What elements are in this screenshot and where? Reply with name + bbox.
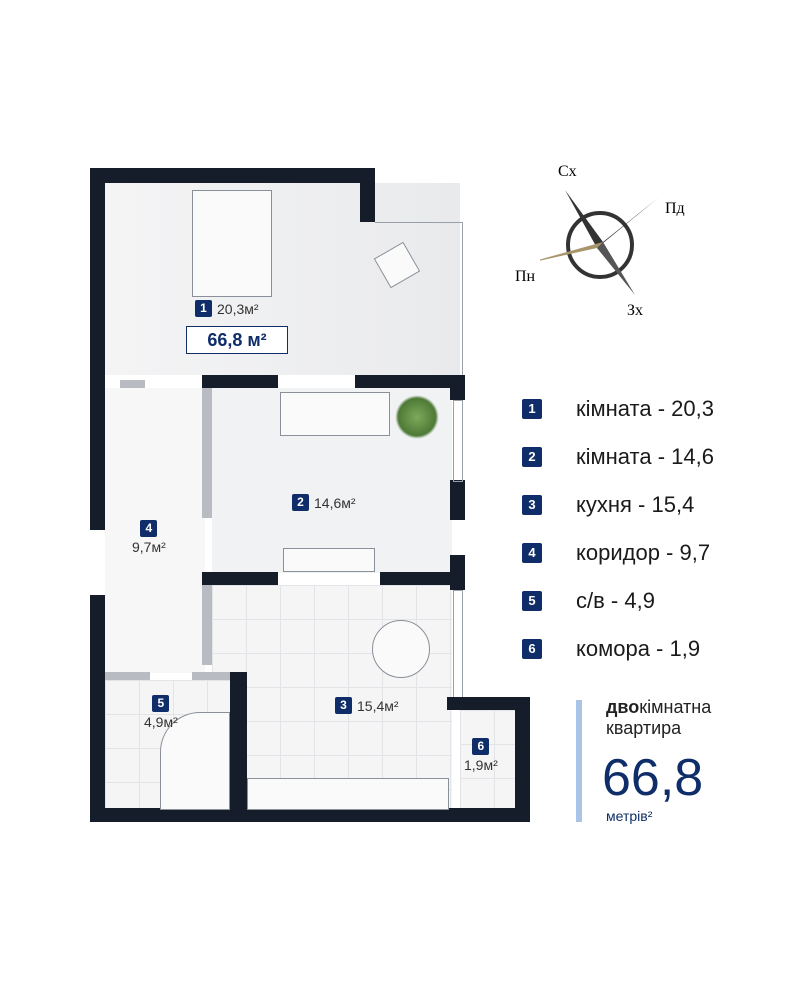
summary-unit: метрів²	[606, 808, 653, 824]
wall	[90, 168, 375, 183]
legend-text: комора - 1,9	[576, 636, 701, 661]
room-5-area: 4,9м²	[144, 714, 178, 730]
wall	[90, 595, 105, 822]
legend-item: 2 кімната - 14,6	[522, 433, 714, 481]
legend-badge: 5	[522, 591, 542, 611]
room-3-area: 15,4м²	[357, 697, 399, 714]
bathtub	[160, 712, 230, 810]
legend-badge: 3	[522, 495, 542, 515]
apartment-type-rest: кімнатна	[639, 697, 712, 717]
legend-badge: 1	[522, 399, 542, 419]
room-5-badge: 5	[152, 695, 170, 712]
wall	[355, 375, 465, 388]
total-area-box: 66,8 м²	[186, 326, 288, 354]
compass-north-label: Пн	[515, 268, 536, 285]
legend-item: 6 комора - 1,9	[522, 625, 714, 673]
wall	[450, 480, 465, 520]
legend-text: кімната - 14,6	[576, 444, 714, 469]
kitchen-counter	[247, 778, 449, 810]
room-2-label: 2 14,6м²	[292, 494, 356, 511]
balcony-outline	[375, 222, 463, 377]
plant	[395, 395, 439, 439]
wall	[447, 697, 530, 710]
room-3-label: 3 15,4м²	[335, 697, 399, 714]
room-2-badge: 2	[292, 494, 309, 511]
legend-badge: 6	[522, 639, 542, 659]
wall	[90, 808, 530, 822]
wall	[450, 375, 465, 400]
room-6-area: 1,9м²	[464, 757, 498, 773]
storage-floor	[460, 710, 516, 808]
room-legend: 1 кімната - 20,3 2 кімната - 14,6 3 кухня -…	[522, 385, 714, 673]
room-1-area: 20,3м²	[217, 300, 259, 317]
wall	[202, 585, 212, 665]
legend-text: коридор - 9,7	[576, 540, 711, 565]
wall	[515, 697, 530, 822]
room-1-label: 1 20,3м²	[195, 300, 259, 317]
wall	[120, 380, 145, 388]
compass-west-label: Зх	[627, 302, 644, 319]
room-4-label: 4 9,7м²	[132, 520, 166, 555]
compass-rose-icon	[540, 190, 658, 295]
room-2-area: 14,6м²	[314, 494, 356, 511]
wall	[202, 572, 278, 585]
window	[453, 590, 463, 699]
wall	[202, 388, 212, 518]
legend-text: с/в - 4,9	[576, 588, 655, 613]
room-4-badge: 4	[140, 520, 158, 537]
wall	[360, 168, 375, 222]
legend-item: 1 кімната - 20,3	[522, 385, 714, 433]
wall	[230, 672, 247, 822]
legend-badge: 2	[522, 447, 542, 467]
apartment-type: двокімнатна квартира	[606, 697, 711, 739]
room-1-badge: 1	[195, 300, 212, 317]
room-4-area: 9,7м²	[132, 539, 166, 555]
compass-east-label: Сх	[558, 163, 577, 180]
bed	[192, 190, 272, 297]
legend-text: кухня - 15,4	[576, 492, 695, 517]
room-5-label: 5 4,9м²	[144, 695, 178, 730]
wall	[192, 672, 232, 680]
wall	[380, 572, 465, 585]
summary-bar	[576, 700, 582, 822]
legend-item: 4 коридор - 9,7	[522, 529, 714, 577]
dining-table	[372, 620, 430, 678]
sofa	[280, 392, 390, 436]
legend-item: 3 кухня - 15,4	[522, 481, 714, 529]
legend-badge: 4	[522, 543, 542, 563]
compass-south-label: Пд	[665, 200, 685, 217]
room-6-label: 6 1,9м²	[464, 738, 498, 773]
legend-text: кімната - 20,3	[576, 396, 714, 421]
room-3-badge: 3	[335, 697, 352, 714]
wall	[202, 375, 278, 388]
legend-item: 5 с/в - 4,9	[522, 577, 714, 625]
room-6-badge: 6	[472, 738, 490, 755]
apartment-type-bold: дво	[606, 697, 640, 717]
tv-stand	[283, 548, 375, 572]
wall	[90, 168, 105, 530]
summary-area: 66,8	[602, 749, 704, 807]
wall	[105, 672, 150, 680]
apartment-type-line2: квартира	[606, 718, 682, 738]
window	[453, 400, 463, 482]
kitchen-floor	[212, 585, 452, 810]
